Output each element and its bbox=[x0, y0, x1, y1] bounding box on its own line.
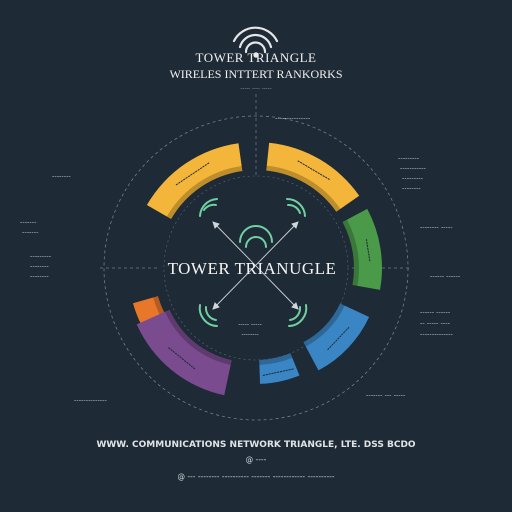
spoke-lines bbox=[100, 94, 410, 269]
ring-segment-shade bbox=[342, 219, 360, 286]
page-subtitle: WIRELES INTTERT RANKORKS bbox=[169, 67, 342, 81]
ring-segment-shape bbox=[266, 142, 360, 212]
ring-segment-shape bbox=[342, 208, 382, 290]
label-right-mid: -------- ----- bbox=[420, 223, 453, 231]
label-right-center: ------ ------ bbox=[430, 272, 461, 280]
page-title: TOWER TRIANGLE bbox=[196, 50, 317, 65]
ring-segment-purple: ------------ bbox=[136, 309, 232, 396]
inner-dashed-ring bbox=[163, 175, 349, 361]
ring-segment-yellow-left: -------------- bbox=[146, 143, 243, 219]
footer-line-3: @ --- -------- ---------- ------- ------… bbox=[177, 472, 334, 481]
label-right-top-3: --------- bbox=[402, 174, 424, 182]
ring-segment-shade bbox=[259, 353, 293, 365]
ring-segment-blue: ----------- bbox=[303, 303, 370, 371]
signal-wave-icon bbox=[198, 304, 218, 327]
center-sub-1: ----- ----- bbox=[238, 321, 262, 328]
footer-line-2: @ ---- bbox=[246, 455, 267, 464]
label-left-low-3: -------- bbox=[30, 272, 49, 280]
ring-segment-shade bbox=[266, 165, 341, 212]
header-caption: ----- ---- ----- bbox=[240, 86, 271, 92]
label-top-center: --------------- bbox=[275, 114, 311, 122]
ring-segments: ----------------------------------------… bbox=[132, 142, 382, 396]
ring-segment-shade bbox=[303, 303, 345, 347]
label-right-low-3: -------------- bbox=[420, 330, 453, 338]
ring-segment-green: -------- bbox=[342, 208, 382, 290]
label-right-top-2: ----------- bbox=[400, 164, 426, 172]
center-arrows bbox=[212, 221, 299, 310]
label-left-mid-2: ------- bbox=[22, 228, 39, 236]
wifi-signal-icon bbox=[232, 26, 279, 58]
center-title: TOWER TRIANUGLE bbox=[168, 259, 337, 278]
ring-segment-shade bbox=[166, 166, 243, 219]
signal-wave-icon bbox=[286, 197, 306, 217]
ring-segment-shape bbox=[259, 353, 300, 384]
label-left-low-1: --------- bbox=[30, 252, 52, 260]
ring-segment-blue-bottom: ----------- bbox=[259, 353, 300, 384]
label-right-low-1: ------ ------ bbox=[420, 308, 451, 316]
label-left-bottom: -------------- bbox=[74, 396, 107, 404]
ring-segment-label: -------- bbox=[362, 238, 374, 262]
label-left-top: -------- bbox=[52, 172, 71, 180]
footer-line-1: WWW. COMMUNICATIONS NETWORK TRIANGLE, LT… bbox=[96, 440, 415, 450]
ring-segment-yellow-right: ------------- bbox=[266, 142, 360, 212]
ring-segment-shape bbox=[136, 309, 232, 396]
ring-segment-shape bbox=[303, 303, 370, 371]
ring-segment-shape bbox=[146, 143, 243, 219]
label-right-top-4: -------- bbox=[402, 184, 421, 192]
label-right-bottom: ------- --- ----- bbox=[366, 391, 406, 399]
signal-wave-icon bbox=[199, 198, 218, 217]
label-left-low-2: -------- bbox=[30, 262, 49, 270]
label-right-top-1: --------- bbox=[398, 154, 420, 162]
center-sub-2: -------- bbox=[241, 331, 258, 338]
signal-wave-icon bbox=[239, 225, 273, 248]
ring-segment-shade bbox=[165, 309, 232, 365]
label-left-mid-1: ------- bbox=[20, 218, 37, 226]
label-right-low-2: -- ----- ---- bbox=[420, 319, 451, 327]
signal-wave-icon bbox=[288, 304, 308, 327]
